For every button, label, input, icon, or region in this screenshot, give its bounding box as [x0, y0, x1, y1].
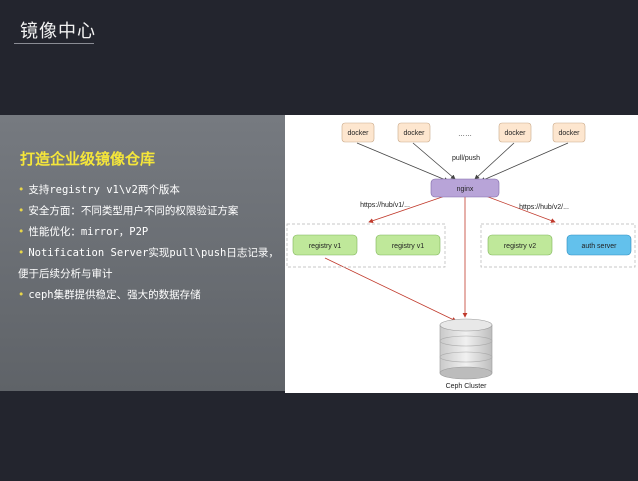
registry-v1-node: registry v1	[375, 234, 441, 256]
list-item: •支持registry v1\v2两个版本	[18, 180, 286, 201]
list-item: •安全方面：不同类型用户不同的权限验证方案	[18, 201, 286, 222]
svg-text:docker: docker	[504, 130, 526, 137]
docker-node: docker	[341, 122, 375, 143]
list-item-text: Notification Server实现pull\push日志记录，	[28, 247, 279, 259]
nginx-node: nginx	[430, 178, 500, 198]
list-item-text: 安全方面：不同类型用户不同的权限验证方案	[28, 205, 239, 217]
nginx-to-v1-arrow	[368, 194, 449, 223]
slide-title: 镜像中心	[20, 21, 96, 42]
auth-server-node: auth server	[566, 234, 632, 256]
svg-text:auth server: auth server	[581, 243, 617, 250]
docker-to-nginx-arrow	[356, 142, 449, 182]
panel-heading: 打造企业级镜像仓库	[20, 150, 156, 168]
list-item-text: 便于后续分析与审计	[18, 268, 113, 280]
docker-to-nginx-arrow	[474, 142, 515, 180]
list-item: •ceph集群提供稳定、强大的数据存储	[18, 285, 286, 306]
docker-to-nginx-arrow	[480, 142, 569, 182]
registry-v1-group	[286, 223, 446, 268]
nginx-to-v2-arrow	[482, 194, 556, 223]
architecture-diagram: docker docker …… docker docker pull/push…	[285, 115, 638, 393]
svg-text:nginx: nginx	[457, 186, 474, 193]
title-underline	[14, 43, 94, 44]
bullet-icon: •	[18, 289, 25, 301]
svg-text:docker: docker	[403, 130, 425, 137]
ceph-cluster-node	[439, 318, 493, 380]
docker-node: docker	[397, 122, 431, 143]
bullet-icon: •	[18, 247, 25, 259]
feature-panel: 打造企业级镜像仓库 •支持registry v1\v2两个版本 •安全方面：不同…	[0, 115, 285, 391]
registry-v2-node: registry v2	[487, 234, 553, 256]
ellipsis-label: ……	[458, 131, 472, 138]
ceph-label: Ceph Cluster	[446, 383, 488, 390]
svg-text:docker: docker	[558, 130, 580, 137]
registry-to-ceph-arrow	[324, 257, 457, 322]
list-item-continuation: 便于后续分析与审计	[18, 264, 286, 285]
feature-list: •支持registry v1\v2两个版本 •安全方面：不同类型用户不同的权限验…	[18, 180, 286, 306]
bullet-icon: •	[18, 184, 25, 196]
svg-text:registry v2: registry v2	[504, 243, 536, 250]
bullet-icon: •	[18, 226, 25, 238]
svg-text:registry v1: registry v1	[392, 243, 424, 250]
registry-v1-node: registry v1	[292, 234, 358, 256]
list-item-text: 支持registry v1\v2两个版本	[28, 184, 180, 196]
docker-node: docker	[552, 122, 586, 143]
registry-v2-group	[480, 223, 636, 268]
bullet-icon: •	[18, 205, 25, 217]
list-item: •Notification Server实现pull\push日志记录，	[18, 243, 286, 264]
svg-text:docker: docker	[347, 130, 369, 137]
list-item-text: ceph集群提供稳定、强大的数据存储	[28, 289, 201, 301]
list-item-text: 性能优化：mirror，P2P	[28, 226, 149, 238]
svg-text:registry v1: registry v1	[309, 243, 341, 250]
list-item: •性能优化：mirror，P2P	[18, 222, 286, 243]
url-v2-label: https://hub/v2/...	[519, 204, 569, 211]
docker-to-nginx-arrow	[412, 142, 456, 180]
pull-push-label: pull/push	[452, 155, 480, 162]
docker-node: docker	[498, 122, 532, 143]
url-v1-label: https://hub/v1/...	[360, 202, 410, 209]
